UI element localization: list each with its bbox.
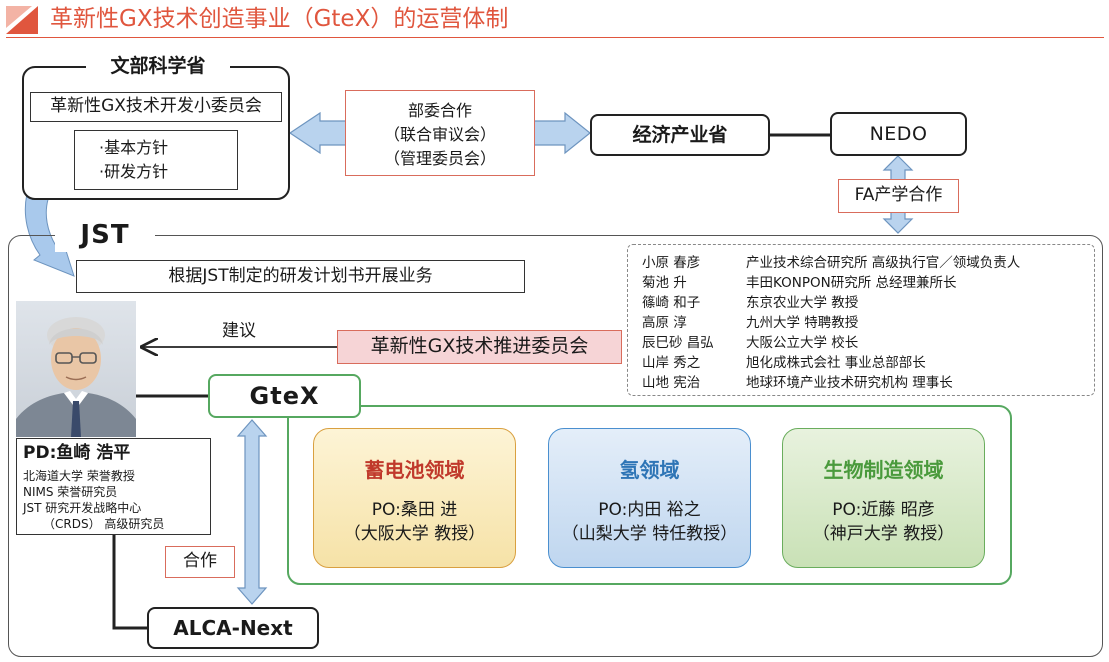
area-title: 蓄电池领域 — [364, 458, 465, 482]
area-hydrogen: 氢领域 PO:内田 裕之 （山梨大学 特任教授） — [548, 428, 751, 568]
area-po: PO:桑田 进 — [371, 500, 458, 520]
portrait-icon — [16, 317, 136, 437]
pd-title-line: 北海道大学 荣誉教授 — [23, 469, 135, 483]
title-mark-icon — [6, 6, 38, 34]
advice-label: 建议 — [222, 321, 256, 341]
area-university: （神戸大学 教授） — [812, 524, 955, 544]
member-name: 山岸 秀之 — [642, 355, 701, 371]
meti-box: 经济产业省 — [590, 114, 770, 156]
area-university: （山梨大学 特任教授） — [561, 524, 738, 544]
member-row: 高原 淳 九州大学 特聘教授 — [642, 313, 1092, 333]
area-university: （大阪大学 教授） — [343, 524, 486, 544]
member-name: 小原 春彦 — [642, 255, 701, 271]
mext-title: 文部科学省 — [86, 53, 230, 79]
page-title: 革新性GX技术创造事业（GteX）的运营体制 — [50, 6, 509, 32]
committee-members-list: 小原 春彦 产业技术综合研究所 高级执行官／领域负责人 菊池 升 丰田KONPO… — [627, 244, 1095, 396]
area-po: PO:内田 裕之 — [598, 500, 701, 520]
alca-next-box: ALCA-Next — [147, 607, 319, 649]
member-affiliation: 产业技术综合研究所 高级执行官／领域负责人 — [746, 255, 1021, 271]
area-biomanufacturing: 生物制造领域 PO:近藤 昭彦 （神戸大学 教授） — [782, 428, 985, 568]
member-affiliation: 九州大学 特聘教授 — [746, 315, 859, 331]
pd-info-box: PD:鱼崎 浩平 北海道大学 荣誉教授 NIMS 荣誉研究员 JST 研究开发战… — [16, 438, 211, 535]
member-affiliation: 丰田KONPON研究所 总经理兼所长 — [746, 275, 957, 291]
member-row: 山岸 秀之 旭化成株式会社 事业总部部长 — [642, 353, 1092, 373]
cooperation-line: （管理委员会） — [383, 149, 496, 168]
jst-plan-box: 根据JST制定的研发计划书开展业务 — [76, 260, 525, 293]
area-po: PO:近藤 昭彦 — [832, 500, 935, 520]
member-row: 山地 宪治 地球环境产业技术研究机构 理事长 — [642, 373, 1092, 393]
member-affiliation: 旭化成株式会社 事业总部部长 — [746, 355, 926, 371]
member-name: 山地 宪治 — [642, 375, 701, 391]
cooperation-line: （联合审议会） — [383, 125, 496, 144]
promotion-committee-box: 革新性GX技术推进委员会 — [337, 330, 622, 364]
policy-box: ·基本方针 ·研发方针 — [74, 130, 238, 190]
member-name: 高原 淳 — [642, 315, 687, 331]
member-row: 辰巳砂 昌弘 大阪公立大学 校长 — [642, 333, 1092, 353]
member-row: 小原 春彦 产业技术综合研究所 高级执行官／领域负责人 — [642, 253, 1092, 273]
area-title: 氢领域 — [619, 458, 680, 482]
member-row: 篠崎 和子 东京农业大学 教授 — [642, 293, 1092, 313]
member-affiliation: 东京农业大学 教授 — [746, 295, 859, 311]
subcommittee-label: 革新性GX技术开发小委员会 — [30, 92, 282, 122]
partner-cooperation-label: 合作 — [165, 546, 235, 578]
fa-cooperation-label: FA产学合作 — [838, 179, 959, 213]
double-arrow-gtex-alca — [236, 419, 268, 605]
pd-title-line: （CRDS） 高级研究员 — [43, 517, 165, 531]
pd-title-line: JST 研究开发战略中心 — [23, 501, 142, 515]
area-battery: 蓄电池领域 PO:桑田 进 （大阪大学 教授） — [313, 428, 516, 568]
area-title: 生物制造领域 — [823, 458, 944, 482]
research-areas-frame — [287, 405, 1012, 585]
cooperation-line: 部委合作 — [407, 101, 472, 120]
policy-item: ·研发方针 — [99, 162, 169, 181]
gtex-box: GteX — [208, 374, 361, 418]
member-row: 菊池 升 丰田KONPON研究所 总经理兼所长 — [642, 273, 1092, 293]
member-name: 菊池 升 — [642, 275, 687, 291]
member-name: 篠崎 和子 — [642, 295, 701, 311]
policy-item: ·基本方针 — [99, 138, 169, 157]
title-rule — [6, 37, 1104, 38]
pd-photo — [16, 301, 136, 437]
ministry-cooperation-box: 部委合作 （联合审议会） （管理委员会） — [345, 90, 535, 176]
pd-name: PD:鱼崎 浩平 — [23, 443, 131, 463]
member-affiliation: 大阪公立大学 校长 — [746, 335, 859, 351]
pd-title-line: NIMS 荣誉研究员 — [23, 485, 118, 499]
jst-box — [8, 235, 1103, 657]
pd-alca-line — [112, 535, 147, 630]
member-name: 辰巳砂 昌弘 — [642, 335, 714, 351]
nedo-box: NEDO — [830, 112, 967, 156]
member-affiliation: 地球环境产业技术研究机构 理事长 — [746, 375, 953, 391]
jst-label: JST — [55, 218, 155, 252]
